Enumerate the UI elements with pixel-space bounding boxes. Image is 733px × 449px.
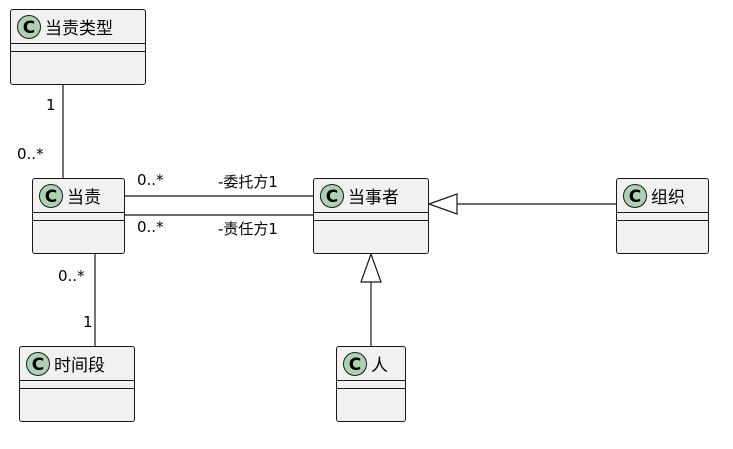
class-party-header: C 当事者 <box>314 179 428 213</box>
multiplicity-label: 0..* <box>17 145 44 163</box>
class-liability-type-name: 当责类型 <box>45 19 113 39</box>
class-badge-icon: C <box>26 351 50 376</box>
class-attributes-section <box>314 213 428 221</box>
multiplicity-label: 1 <box>46 96 56 114</box>
class-attributes-section <box>617 213 708 221</box>
class-person[interactable]: C 人 <box>336 346 406 422</box>
class-badge-icon: C <box>320 183 344 208</box>
class-person-header: C 人 <box>337 347 405 381</box>
multiplicity-label: 1 <box>83 313 93 331</box>
generalization-person-arrowhead <box>360 252 382 283</box>
role-label: -责任方1 <box>218 220 278 238</box>
class-attributes-section <box>11 44 145 52</box>
class-organization-header: C 组织 <box>617 179 708 213</box>
class-time-period-name: 时间段 <box>54 356 105 376</box>
class-attributes-section <box>337 381 405 389</box>
class-liability-name: 当责 <box>67 188 101 208</box>
class-badge-icon: C <box>623 183 647 208</box>
class-party-name: 当事者 <box>348 188 399 208</box>
class-organization[interactable]: C 组织 <box>616 178 709 254</box>
multiplicity-label: 0..* <box>137 171 164 189</box>
multiplicity-label: 0..* <box>58 267 85 285</box>
class-attributes-section <box>33 213 124 221</box>
class-attributes-section <box>20 381 134 389</box>
class-liability-type-header: C 当责类型 <box>11 10 145 44</box>
class-badge-icon: C <box>39 183 63 208</box>
class-liability[interactable]: C 当责 <box>32 178 125 254</box>
class-badge-icon: C <box>343 351 367 376</box>
generalization-organization-arrowhead <box>427 193 458 215</box>
class-badge-icon: C <box>17 14 41 39</box>
class-time-period-header: C 时间段 <box>20 347 134 381</box>
class-party[interactable]: C 当事者 <box>313 178 429 254</box>
role-label: -委托方1 <box>218 173 278 191</box>
multiplicity-label: 0..* <box>137 218 164 236</box>
class-person-name: 人 <box>371 356 388 376</box>
class-liability-type[interactable]: C 当责类型 <box>10 9 146 85</box>
class-time-period[interactable]: C 时间段 <box>19 346 135 422</box>
class-liability-header: C 当责 <box>33 179 124 213</box>
class-organization-name: 组织 <box>651 188 685 208</box>
